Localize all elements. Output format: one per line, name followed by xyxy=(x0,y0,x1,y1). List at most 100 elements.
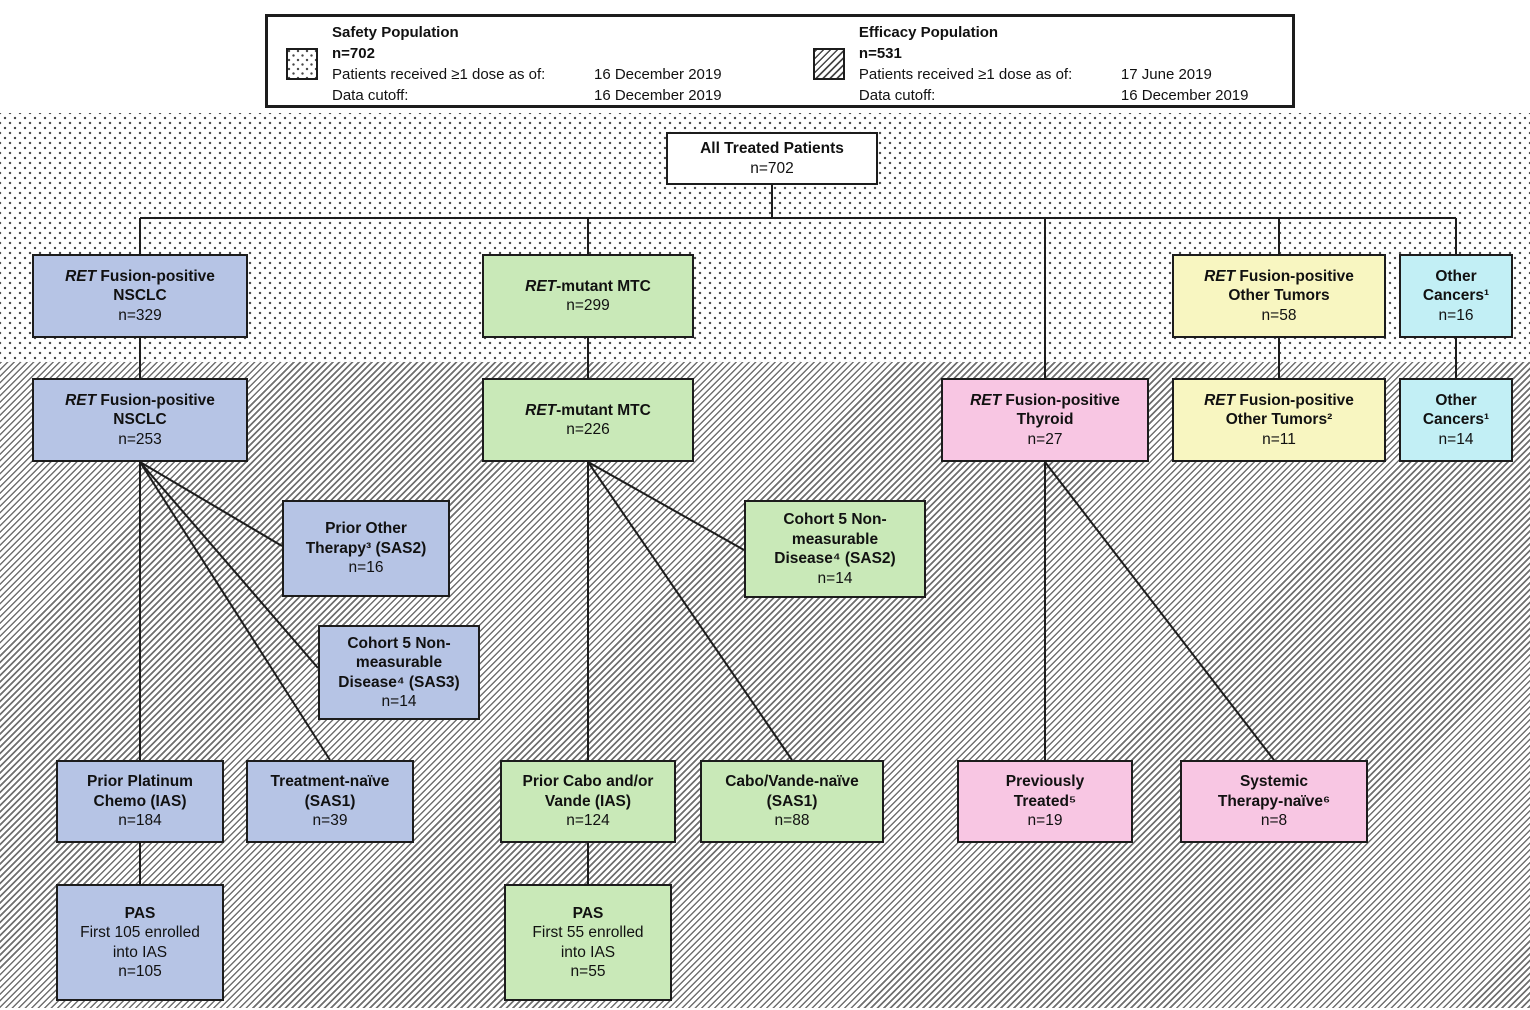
node-line: n=8 xyxy=(1260,812,1288,830)
node-line: measurable xyxy=(791,530,879,548)
node-line: Chemo (IAS) xyxy=(93,792,187,810)
node-pas-nsclc: PAS First 105 enrolled into IAS n=105 xyxy=(56,884,224,1001)
node-line: n=299 xyxy=(566,297,610,314)
node-line: Other Tumors xyxy=(1228,287,1330,305)
node-line: RET Fusion-positive xyxy=(1204,391,1354,409)
node-line: First 105 enrolled xyxy=(80,924,200,941)
node-line: Other Tumors² xyxy=(1225,411,1333,429)
efficacy-dose-label: Patients received ≥1 dose as of: xyxy=(858,66,1073,83)
node-line: into IAS xyxy=(560,943,616,961)
node-line: n=14 xyxy=(1438,430,1474,448)
efficacy-dose-row: Patients received ≥1 dose as of: 17 June… xyxy=(859,64,1249,85)
node-line: n=14 xyxy=(381,693,417,710)
node-line: RET-mutant MTC xyxy=(525,401,651,419)
node-line: Other xyxy=(1435,391,1477,409)
node-line: n=329 xyxy=(118,306,162,324)
node-all-treated-patients: All Treated Patients n=702 xyxy=(666,132,878,185)
safety-population-title: Safety Population xyxy=(332,24,459,41)
node-line: PAS xyxy=(572,904,604,922)
node-line: Systemic xyxy=(1239,773,1309,791)
node-line: n=58 xyxy=(1261,306,1297,324)
efficacy-cutoff-label: Data cutoff: xyxy=(858,87,936,104)
node-line: Cabo/Vande-naïve xyxy=(725,773,859,791)
node-line: Treated⁵ xyxy=(1013,792,1077,810)
node-line: NSCLC xyxy=(113,411,167,429)
node-line: n=16 xyxy=(1438,306,1474,324)
node-line: n=14 xyxy=(817,569,853,587)
legend-efficacy-section: Efficacy Population n=531 Patients recei… xyxy=(795,17,1292,105)
safety-cutoff-date: 16 December 2019 xyxy=(594,87,722,104)
legend-efficacy-text: Efficacy Population n=531 Patients recei… xyxy=(859,22,1249,105)
node-line: Vande (IAS) xyxy=(544,792,632,810)
node-line: measurable xyxy=(355,654,443,671)
node-line: Cancers¹ xyxy=(1422,287,1490,305)
safety-cutoff-row: Data cutoff: 16 December 2019 xyxy=(332,85,722,106)
node-ret-mutant-mtc-efficacy: RET-mutant MTC n=226 xyxy=(482,378,694,462)
node-line: Cancers¹ xyxy=(1422,411,1490,429)
safety-dose-date: 16 December 2019 xyxy=(594,66,722,83)
safety-pattern-swatch xyxy=(286,48,318,80)
node-line: RET Fusion-positive xyxy=(970,391,1120,409)
safety-population-count: n=702 xyxy=(332,45,375,62)
node-line: Therapy³ (SAS2) xyxy=(305,539,427,557)
node-line: Cohort 5 Non- xyxy=(783,511,887,528)
safety-dose-label: Patients received ≥1 dose as of: xyxy=(332,66,546,83)
efficacy-cutoff-row: Data cutoff: 16 December 2019 xyxy=(859,85,1249,106)
node-line: RET Fusion-positive xyxy=(1204,267,1354,285)
node-line: (SAS1) xyxy=(766,792,818,810)
population-legend: Safety Population n=702 Patients receive… xyxy=(265,14,1295,108)
efficacy-pattern-swatch xyxy=(812,48,845,80)
node-treatment-naive-sas1: Treatment-naïve(SAS1)n=39 xyxy=(246,760,414,843)
legend-safety-text: Safety Population n=702 Patients receive… xyxy=(332,22,722,105)
node-line: All Treated Patients xyxy=(700,140,844,157)
node-line: Therapy-naïve⁶ xyxy=(1217,792,1331,810)
node-line: First 55 enrolled xyxy=(532,924,644,941)
efficacy-dose-date: 17 June 2019 xyxy=(1120,66,1212,83)
node-line: Disease⁴ (SAS3) xyxy=(338,673,460,691)
node-line: Prior Cabo and/or xyxy=(522,773,654,791)
node-line: Prior Other xyxy=(325,520,407,538)
node-line: Thyroid xyxy=(1016,411,1074,429)
node-line: n=702 xyxy=(750,159,794,177)
legend-safety-section: Safety Population n=702 Patients receive… xyxy=(268,17,795,105)
node-line: n=16 xyxy=(348,559,384,577)
node-line: Previously xyxy=(1005,773,1085,791)
node-line: RET Fusion-positive xyxy=(65,267,215,285)
node-line: PAS xyxy=(124,904,156,922)
node-line: n=55 xyxy=(570,963,606,980)
node-line: Cohort 5 Non- xyxy=(347,634,451,652)
node-line: NSCLC xyxy=(113,287,167,305)
node-ret-mutant-mtc-safety: RET-mutant MTC n=299 xyxy=(482,254,694,338)
node-cabo-vande-naive-sas1: Cabo/Vande-naïve(SAS1)n=88 xyxy=(700,760,884,843)
node-line: n=184 xyxy=(118,812,162,830)
efficacy-cutoff-date: 16 December 2019 xyxy=(1120,87,1249,104)
efficacy-population-region xyxy=(0,362,1530,1008)
efficacy-population-count: n=531 xyxy=(858,45,902,62)
node-line: n=226 xyxy=(566,421,610,438)
node-line: (SAS1) xyxy=(304,792,356,810)
efficacy-population-title: Efficacy Population xyxy=(858,24,999,41)
node-line: Other xyxy=(1435,267,1477,285)
node-line: Treatment-naïve xyxy=(270,773,390,791)
safety-dose-row: Patients received ≥1 dose as of: 16 Dece… xyxy=(332,64,722,85)
node-line: into IAS xyxy=(112,943,168,961)
safety-cutoff-label: Data cutoff: xyxy=(332,87,409,104)
node-line: Prior Platinum xyxy=(87,773,193,791)
node-line: RET-mutant MTC xyxy=(525,277,651,295)
node-line: n=11 xyxy=(1262,430,1296,448)
node-line: n=105 xyxy=(118,963,162,980)
